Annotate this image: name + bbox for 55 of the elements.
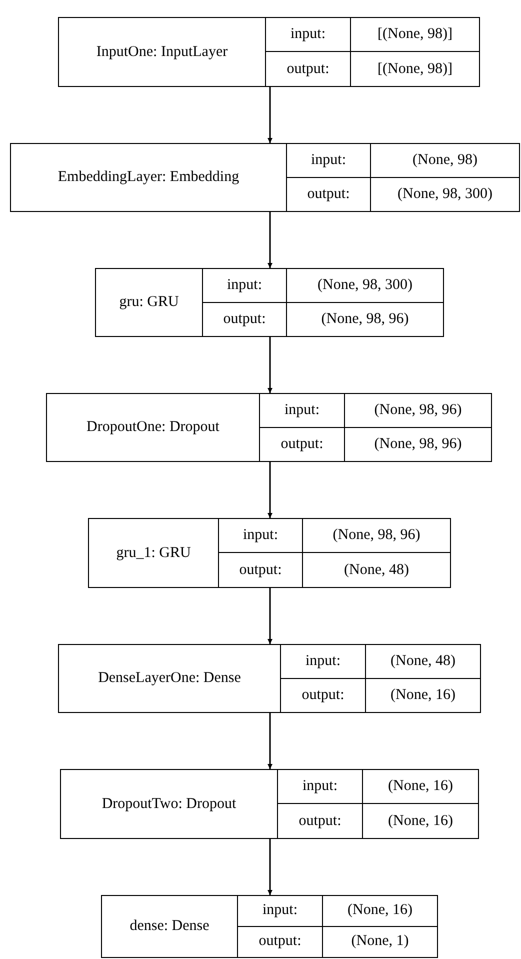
shape-value: (None, 98, 96) (303, 519, 450, 553)
layer-box (88, 518, 451, 588)
layer-name: dense: Dense (102, 896, 238, 957)
field-label: input: (203, 269, 287, 302)
arrow (268, 462, 272, 518)
shape-value: (None, 16) (390, 686, 456, 705)
shape-value: (None, 98, 96) (320, 310, 410, 329)
layer-box (58, 644, 481, 713)
field-label: input: (266, 18, 351, 52)
field-label: input: (281, 645, 366, 678)
field-label: output: (203, 302, 287, 336)
field-label: output: (266, 52, 351, 86)
layer-box (58, 17, 480, 87)
arrow (268, 839, 272, 895)
layer-name: DropoutOne: Dropout (47, 394, 260, 461)
shape-value: [(None, 98)] (351, 18, 479, 52)
field-label: input: (260, 394, 345, 428)
layer-box (10, 143, 520, 212)
layer-name: InputOne: InputLayer (59, 18, 266, 86)
field-label: input: (238, 896, 323, 926)
shape-value: (None, 98) (371, 144, 519, 178)
layer-name: EmbeddingLayer: Embedding (11, 144, 287, 211)
shape-value: (None, 98, 300) (287, 269, 443, 302)
layer-box (101, 895, 438, 958)
layer-box (60, 769, 479, 839)
shape-value: (None, 48) (343, 560, 410, 580)
field-label: output: (278, 804, 363, 838)
layer-name: gru_1: GRU (89, 519, 219, 587)
field-label: output: (281, 678, 366, 712)
arrow (268, 713, 272, 769)
shape-value: [(None, 98)] (376, 60, 454, 79)
arrow (268, 588, 272, 644)
field-label: output: (238, 926, 323, 957)
layer-box (46, 393, 492, 462)
field-label: input: (278, 770, 363, 804)
layer-name: gru: GRU (96, 269, 203, 336)
shape-value: (None, 16) (323, 896, 437, 926)
shape-value: (None, 48) (366, 645, 480, 678)
shape-value: (None, 1) (350, 932, 410, 952)
field-label: output: (260, 428, 345, 461)
field-label: input: (287, 144, 371, 178)
shape-value: (None, 16) (387, 812, 454, 831)
shape-value: (None, 98, 300) (396, 184, 494, 204)
shape-value: (None, 98, 96) (345, 394, 491, 428)
arrow (268, 337, 272, 393)
layer-name: DropoutTwo: Dropout (61, 770, 278, 838)
arrow (268, 87, 272, 143)
arrow (268, 212, 272, 268)
field-label: output: (219, 553, 303, 587)
layer-name: DenseLayerOne: Dense (59, 645, 281, 712)
layer-box (95, 268, 444, 337)
field-label: output: (287, 178, 371, 211)
shape-value: (None, 98, 96) (373, 434, 463, 454)
field-label: input: (219, 519, 303, 553)
shape-value: (None, 16) (363, 770, 478, 804)
